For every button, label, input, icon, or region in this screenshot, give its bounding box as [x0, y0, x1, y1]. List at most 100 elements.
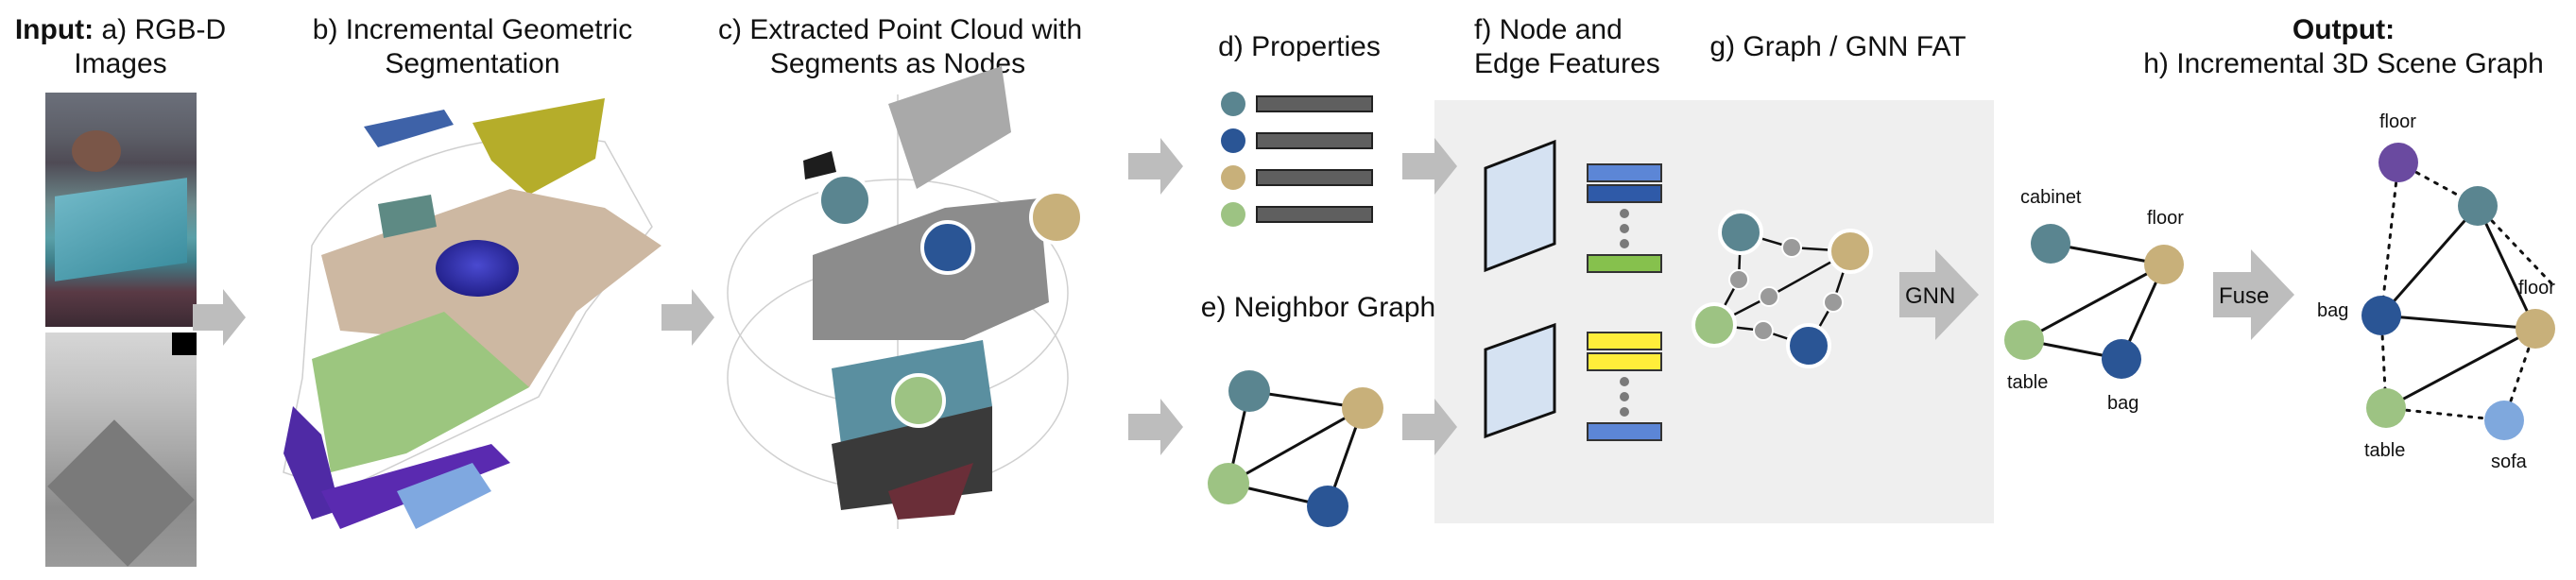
point-cloud-sketch — [727, 66, 1084, 529]
out-edge-bag-teal — [2379, 205, 2480, 316]
title-c: c) Extracted Point Cloud with Segments a… — [718, 13, 1082, 81]
segment-yellow — [472, 98, 605, 195]
gnn-node-tan — [1828, 229, 1873, 274]
pred-node-floor — [2144, 245, 2184, 284]
title-c-line1: c) Extracted Point Cloud with — [718, 14, 1083, 45]
out-edge-table-floor2 — [2385, 327, 2536, 410]
arrow-a-to-b — [193, 289, 246, 346]
node-feat-dot-2 — [1620, 224, 1629, 233]
edge-e-green-tan — [1228, 406, 1364, 486]
neighbor-graph — [1208, 370, 1383, 527]
out-node-floor-top — [2379, 143, 2418, 182]
pred-label-floor: floor — [2147, 208, 2184, 229]
prop-node-teal — [1221, 92, 1245, 116]
edge-encoder — [1484, 322, 1556, 439]
title-h: Output: h) Incremental 3D Scene Graph — [2136, 13, 2551, 81]
title-b: b) Incremental Geometric Segmentation — [302, 13, 643, 81]
gnn-edge-node-2 — [1728, 269, 1749, 290]
out-label-floor-top: floor — [2379, 111, 2416, 132]
rgb-bag-region — [72, 130, 121, 172]
pred-node-table — [2004, 320, 2044, 360]
arrow-c-to-e — [1128, 399, 1183, 455]
arrow-c-to-d — [1128, 138, 1183, 195]
title-d: d) Properties — [1195, 30, 1403, 64]
cloud-wall-top — [888, 66, 1011, 189]
node-e-tan — [1342, 387, 1383, 429]
gnn-node-navy — [1786, 323, 1831, 368]
rgb-image — [45, 93, 197, 327]
prop-bar-2 — [1256, 132, 1373, 149]
cloud-floor-gray — [813, 198, 1049, 340]
edge-feat-1 — [1587, 332, 1662, 350]
node-feat-3 — [1587, 254, 1662, 273]
cloud-dark-top — [803, 151, 836, 179]
cloud-red-slab — [888, 463, 973, 520]
arrow-fuse — [2213, 249, 2294, 340]
title-d-text: d) Properties — [1218, 31, 1381, 62]
title-input: Input: a) RGB-D Images — [9, 13, 232, 81]
out-edge-bag-floor2 — [2380, 314, 2536, 331]
gnn-edge-node-3 — [1759, 286, 1779, 307]
predicted-graph — [2004, 224, 2184, 379]
out-label-sofa: sofa — [2491, 452, 2527, 472]
gnn-node-teal — [1718, 210, 1763, 255]
title-e: e) Neighbor Graph — [1186, 291, 1451, 325]
prop-bar-1 — [1256, 95, 1373, 112]
title-b-line1: b) Incremental Geometric — [312, 14, 633, 45]
gnn-edge-node-4 — [1753, 320, 1774, 341]
pred-label-table: table — [2007, 372, 2049, 393]
node-e-teal — [1228, 370, 1270, 412]
gnn-node-green — [1692, 302, 1737, 348]
pred-edge-table-floor — [2023, 263, 2165, 342]
node-c-navy — [920, 220, 975, 275]
node-feat-dot-1 — [1620, 209, 1629, 218]
arrow-e-to-f — [1402, 399, 1457, 455]
title-input-bold: Input: — [14, 14, 94, 45]
prop-node-green — [1221, 202, 1245, 227]
title-f-line1: f) Node and — [1474, 14, 1623, 45]
node-c-tan — [1029, 190, 1084, 245]
edge-feat-dot-1 — [1620, 377, 1629, 386]
gnn-edge-node-1 — [1781, 237, 1802, 258]
output-scene-graph — [2361, 143, 2555, 440]
arrow-d-to-f — [1402, 138, 1457, 195]
pred-node-cabinet — [2031, 224, 2070, 264]
node-feat-1 — [1587, 163, 1662, 182]
prop-node-tan — [1221, 165, 1245, 190]
node-c-teal — [817, 173, 872, 228]
node-c-green — [891, 373, 946, 428]
out-node-bag — [2361, 296, 2401, 335]
segment-blue-top — [364, 110, 454, 147]
edge-feat-dot-3 — [1620, 407, 1629, 417]
flow-arrows — [193, 138, 2294, 455]
out-edge-teal-floor2 — [2476, 205, 2537, 330]
segmentation-sketch — [283, 98, 661, 529]
out-dotted-floortop-bag — [2379, 161, 2400, 317]
properties-list — [1221, 92, 1373, 227]
out-node-teal — [2458, 186, 2498, 226]
node-feat-dot-3 — [1620, 239, 1629, 248]
segment-lightblue — [397, 463, 491, 529]
gnn-edge-node-5 — [1823, 292, 1844, 313]
title-g-text: g) Graph / GNN FAT — [1709, 31, 1966, 62]
title-b-line2: Segmentation — [385, 48, 560, 79]
prop-bar-3 — [1256, 169, 1373, 186]
segment-teal — [378, 195, 437, 238]
pred-node-bag — [2102, 339, 2141, 379]
title-h-line2: h) Incremental 3D Scene Graph — [2143, 48, 2544, 79]
out-node-floor2 — [2516, 309, 2555, 349]
title-h-bold: Output: — [2292, 14, 2396, 45]
arrow-gnn-label: GNN — [1905, 283, 1956, 309]
feature-encoders — [1484, 139, 1662, 441]
out-label-bag: bag — [2317, 300, 2349, 321]
node-feat-2 — [1587, 184, 1662, 203]
out-label-table: table — [2364, 440, 2406, 461]
edge-feat-3 — [1587, 422, 1662, 441]
title-g: g) Graph / GNN FAT — [1701, 30, 1975, 64]
segment-table-green — [312, 312, 529, 472]
pred-label-cabinet: cabinet — [2020, 187, 2082, 208]
prop-node-navy — [1221, 128, 1245, 153]
out-node-table — [2366, 388, 2406, 428]
out-dotted-teal-floor2 — [2476, 204, 2553, 285]
node-e-navy — [1307, 486, 1348, 527]
